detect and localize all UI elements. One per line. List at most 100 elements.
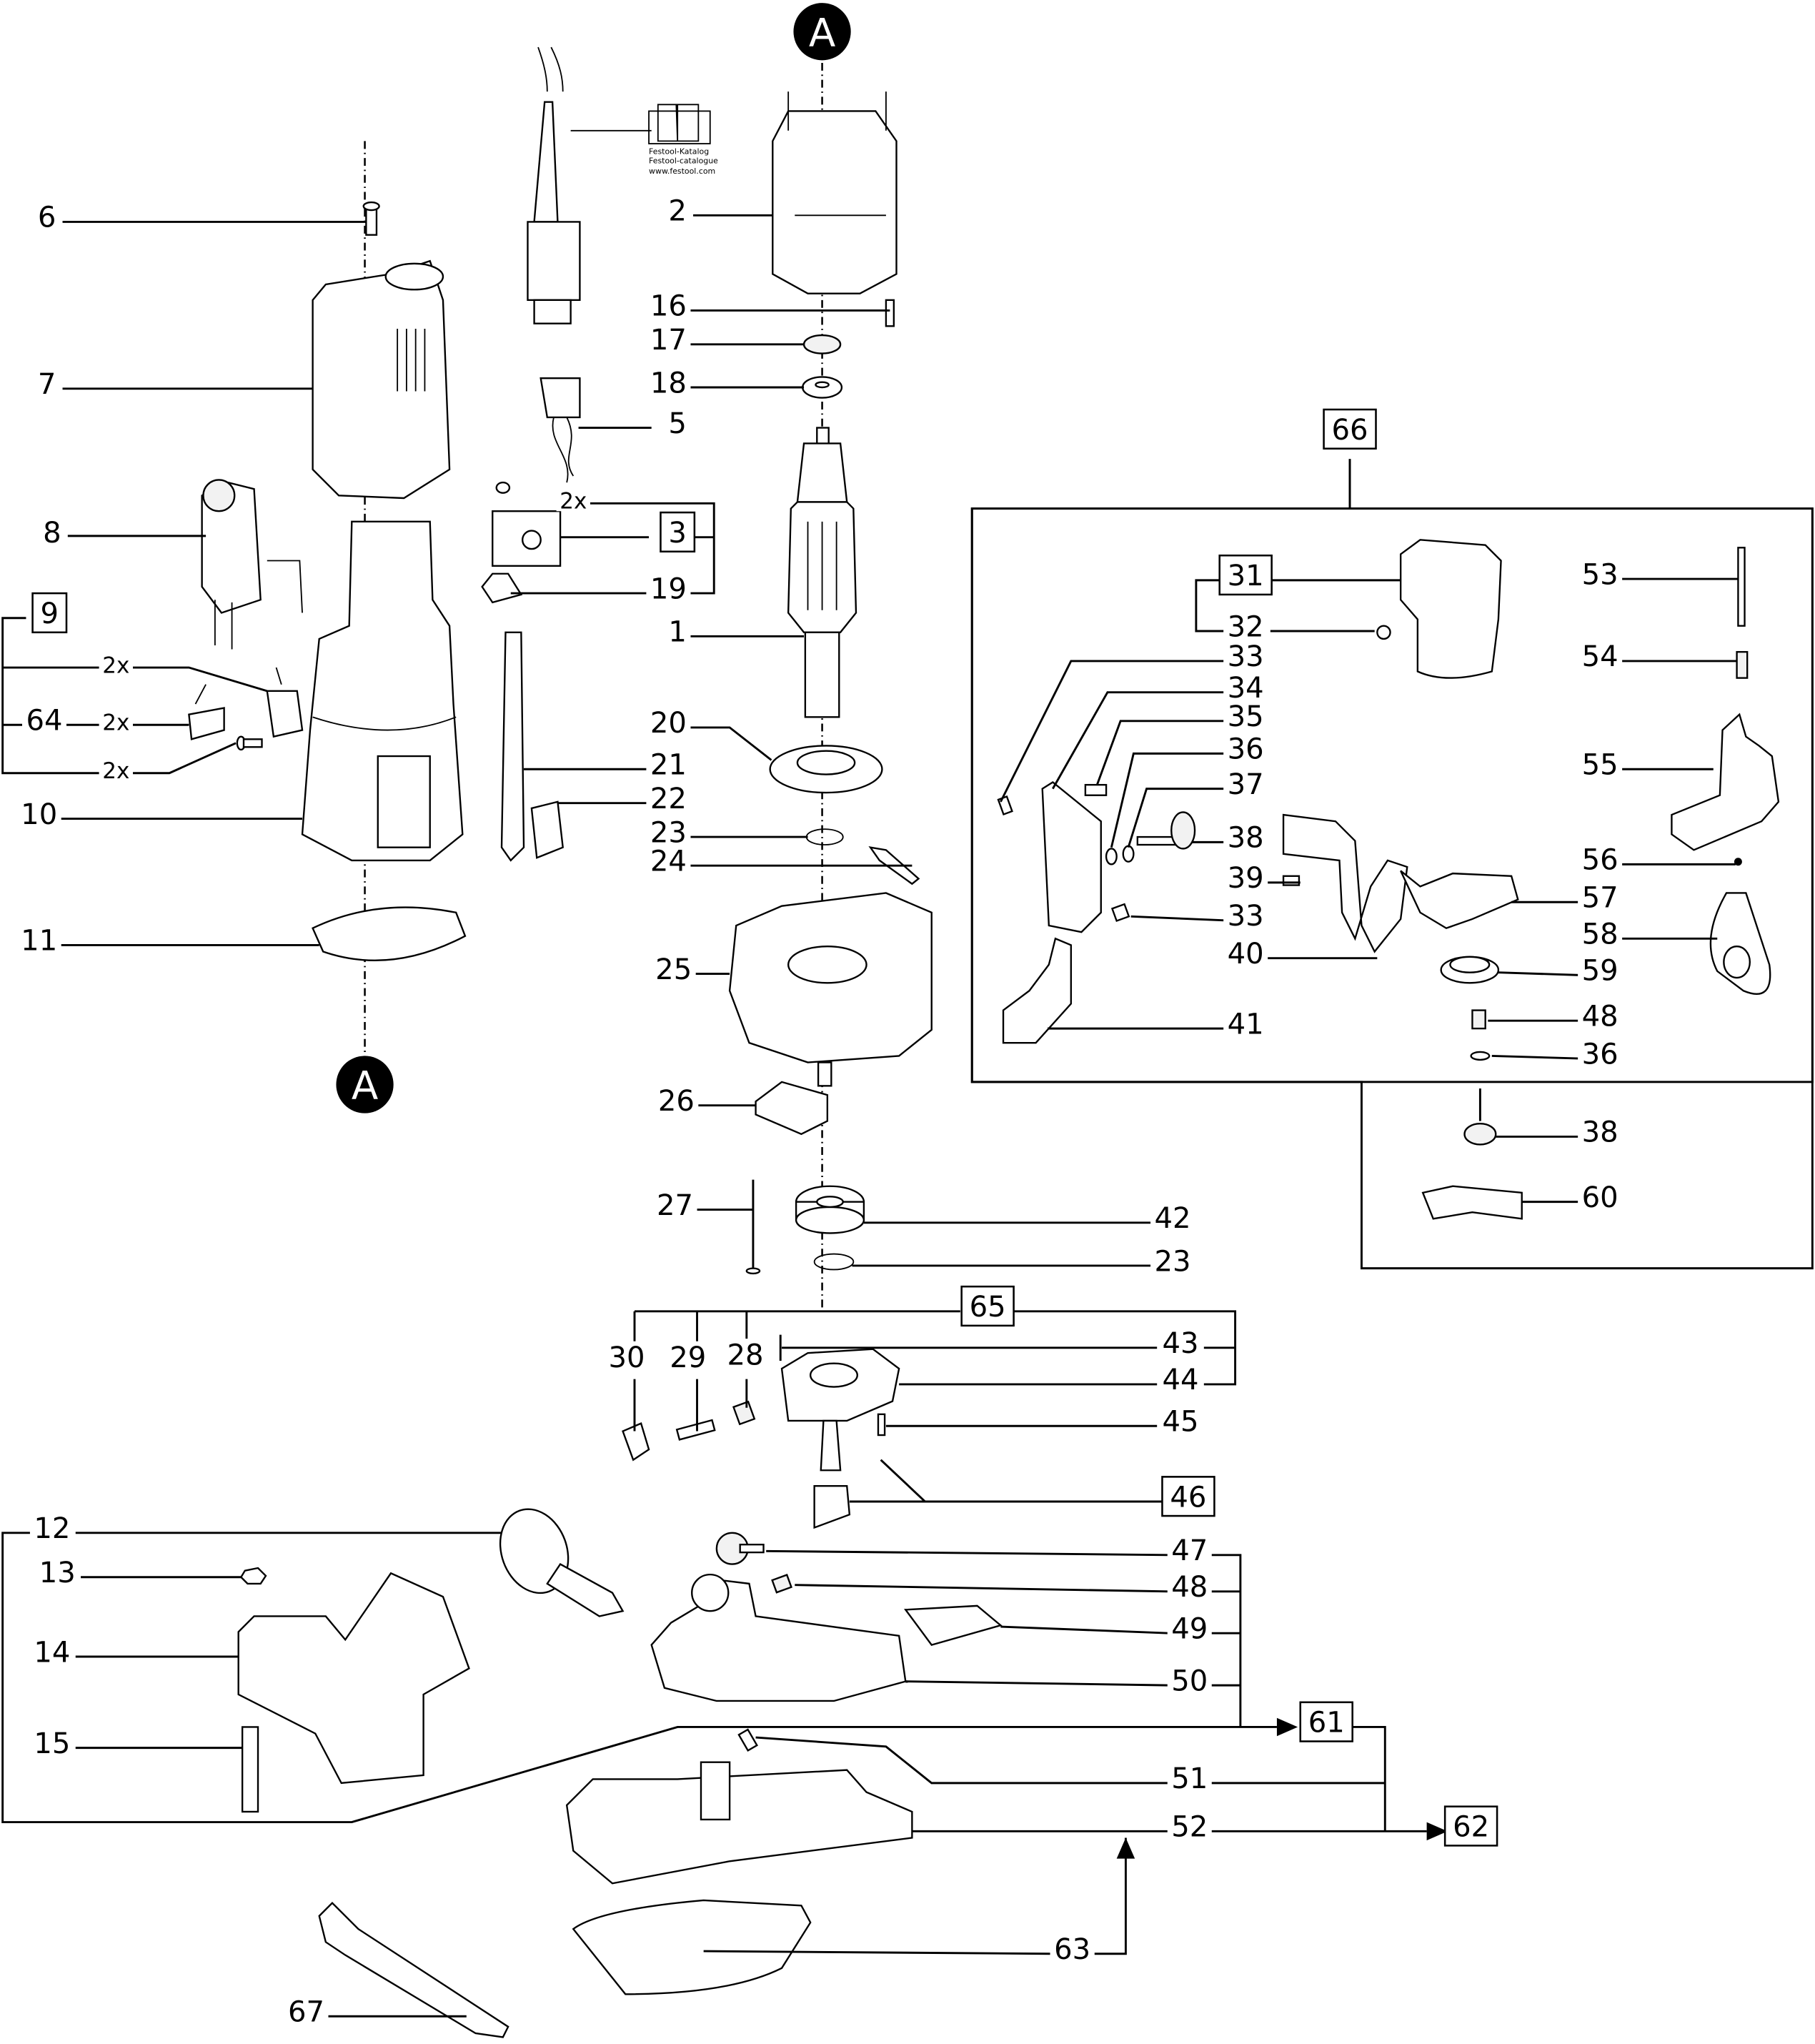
leader-line bbox=[1498, 971, 1580, 976]
bracket-part-41 bbox=[1002, 937, 1073, 1044]
callout-label-3: 3 bbox=[668, 517, 687, 550]
callout-label-54: 54 bbox=[1582, 640, 1618, 673]
callout-bg bbox=[646, 289, 691, 319]
leader-line bbox=[755, 1736, 1169, 1785]
callout-label-25: 25 bbox=[655, 953, 692, 986]
callout-bg bbox=[646, 845, 691, 874]
leader-line bbox=[795, 1584, 1169, 1593]
callout-label-31: 31 bbox=[1228, 560, 1264, 592]
catalogue-book-icon bbox=[570, 104, 711, 144]
callout-label-2: 2 bbox=[668, 195, 687, 228]
base-housing-part-50 bbox=[650, 1573, 907, 1702]
fan-part-20 bbox=[769, 745, 883, 794]
callout-bg bbox=[646, 323, 691, 352]
leader-line bbox=[849, 1459, 1164, 1503]
spring-part-48-b bbox=[1471, 1009, 1486, 1030]
leader-line bbox=[703, 1950, 1050, 1955]
callout-label-12: 12 bbox=[34, 1512, 70, 1545]
callout-bg bbox=[21, 704, 66, 733]
leader-line bbox=[1210, 1554, 1242, 1727]
callout-label-40: 40 bbox=[1228, 938, 1264, 971]
pin-part-27 bbox=[745, 1179, 761, 1275]
cable-connector-part-5 bbox=[539, 377, 581, 483]
pin-part-51 bbox=[737, 1728, 758, 1752]
callout-label-39: 39 bbox=[1228, 862, 1264, 895]
catalogue-text-en: Festool-catalogue bbox=[649, 156, 718, 165]
screw-part-16 bbox=[885, 299, 895, 327]
callout-label-27: 27 bbox=[657, 1189, 693, 1222]
callout-bg bbox=[1578, 1000, 1623, 1029]
callout-bg bbox=[1167, 1810, 1212, 1840]
callout-bg bbox=[654, 1084, 699, 1113]
pin-part-15 bbox=[241, 1726, 259, 1813]
spring-part-48 bbox=[771, 1574, 792, 1594]
callout-label-56: 56 bbox=[1582, 844, 1618, 877]
stop-plate-part-40 bbox=[1282, 813, 1408, 953]
ball-part-56 bbox=[1734, 858, 1742, 866]
callout-bg bbox=[1150, 1201, 1195, 1231]
callout-label-38: 38 bbox=[1582, 1116, 1618, 1149]
callout-bg bbox=[1578, 748, 1623, 778]
bearing-part-17 bbox=[802, 334, 842, 354]
catalogue-url: www.festool.com bbox=[649, 167, 715, 176]
stator-part-2 bbox=[772, 91, 897, 294]
callout-label-36: 36 bbox=[1582, 1038, 1618, 1071]
callout-label-64: 64 bbox=[26, 705, 62, 738]
dust-hood-part-14 bbox=[237, 1572, 470, 1785]
circlip-part-23-lower bbox=[813, 1253, 855, 1271]
callout-label-66: 66 bbox=[1332, 414, 1368, 447]
callout-label-48: 48 bbox=[1171, 1571, 1208, 1604]
callout-label-43: 43 bbox=[1162, 1327, 1198, 1360]
callout-bg bbox=[1223, 1007, 1268, 1037]
callout-label-26: 26 bbox=[658, 1085, 695, 1118]
leader-line bbox=[905, 1680, 1169, 1687]
washer-part-36-b bbox=[1470, 1051, 1491, 1061]
leader-line bbox=[1110, 752, 1225, 848]
callout-bg bbox=[1578, 954, 1623, 983]
callout-bg bbox=[1167, 1664, 1212, 1694]
callout-label-24: 24 bbox=[650, 845, 687, 878]
lever-part-21 bbox=[500, 631, 525, 862]
callout-bg bbox=[1223, 861, 1268, 890]
callout-bg bbox=[16, 798, 61, 827]
callout-bg bbox=[1223, 733, 1268, 762]
callout-bg bbox=[1578, 881, 1623, 911]
extraction-knob-part-12 bbox=[499, 1508, 625, 1617]
callout-bg bbox=[16, 924, 61, 953]
pin-part-33-b bbox=[1110, 903, 1130, 923]
leader-line bbox=[690, 726, 772, 761]
arrow-to-61-icon bbox=[1276, 1717, 1298, 1737]
callout-box bbox=[660, 511, 696, 553]
callout-box bbox=[31, 592, 68, 634]
callout-bg bbox=[1578, 1181, 1623, 1210]
callout-label-9: 9 bbox=[41, 597, 59, 630]
callout-bg bbox=[652, 1189, 697, 1218]
leader-line bbox=[1095, 720, 1225, 785]
callout-label-23: 23 bbox=[1155, 1245, 1191, 1278]
callout-label-46: 46 bbox=[1170, 1481, 1206, 1514]
callout-label-18: 18 bbox=[650, 367, 687, 400]
callout-bg bbox=[646, 782, 691, 811]
callout-label-13: 13 bbox=[39, 1557, 76, 1589]
callout-bg bbox=[1578, 843, 1623, 873]
callout-bg bbox=[1223, 671, 1268, 700]
callout-bg bbox=[646, 748, 691, 778]
callout-label-20: 20 bbox=[650, 707, 687, 740]
callout-bg bbox=[664, 407, 691, 436]
callout-label-61: 61 bbox=[1308, 1707, 1345, 1740]
callout-label-35: 35 bbox=[1228, 700, 1264, 733]
callout-bg bbox=[39, 516, 66, 545]
washer-part-36 bbox=[1105, 848, 1118, 865]
qty-bg bbox=[99, 652, 133, 675]
arrow-up-63-icon bbox=[1116, 1837, 1135, 1859]
screw-part-6 bbox=[362, 201, 380, 236]
guide-plate-part-34 bbox=[1041, 781, 1102, 933]
callout-bg bbox=[1158, 1405, 1203, 1434]
leader-line bbox=[1, 617, 101, 775]
marker-a-bottom: A bbox=[336, 1056, 394, 1113]
callout-label-50: 50 bbox=[1171, 1665, 1208, 1697]
pin-part-33 bbox=[997, 795, 1013, 815]
callout-label-38: 38 bbox=[1228, 822, 1264, 855]
